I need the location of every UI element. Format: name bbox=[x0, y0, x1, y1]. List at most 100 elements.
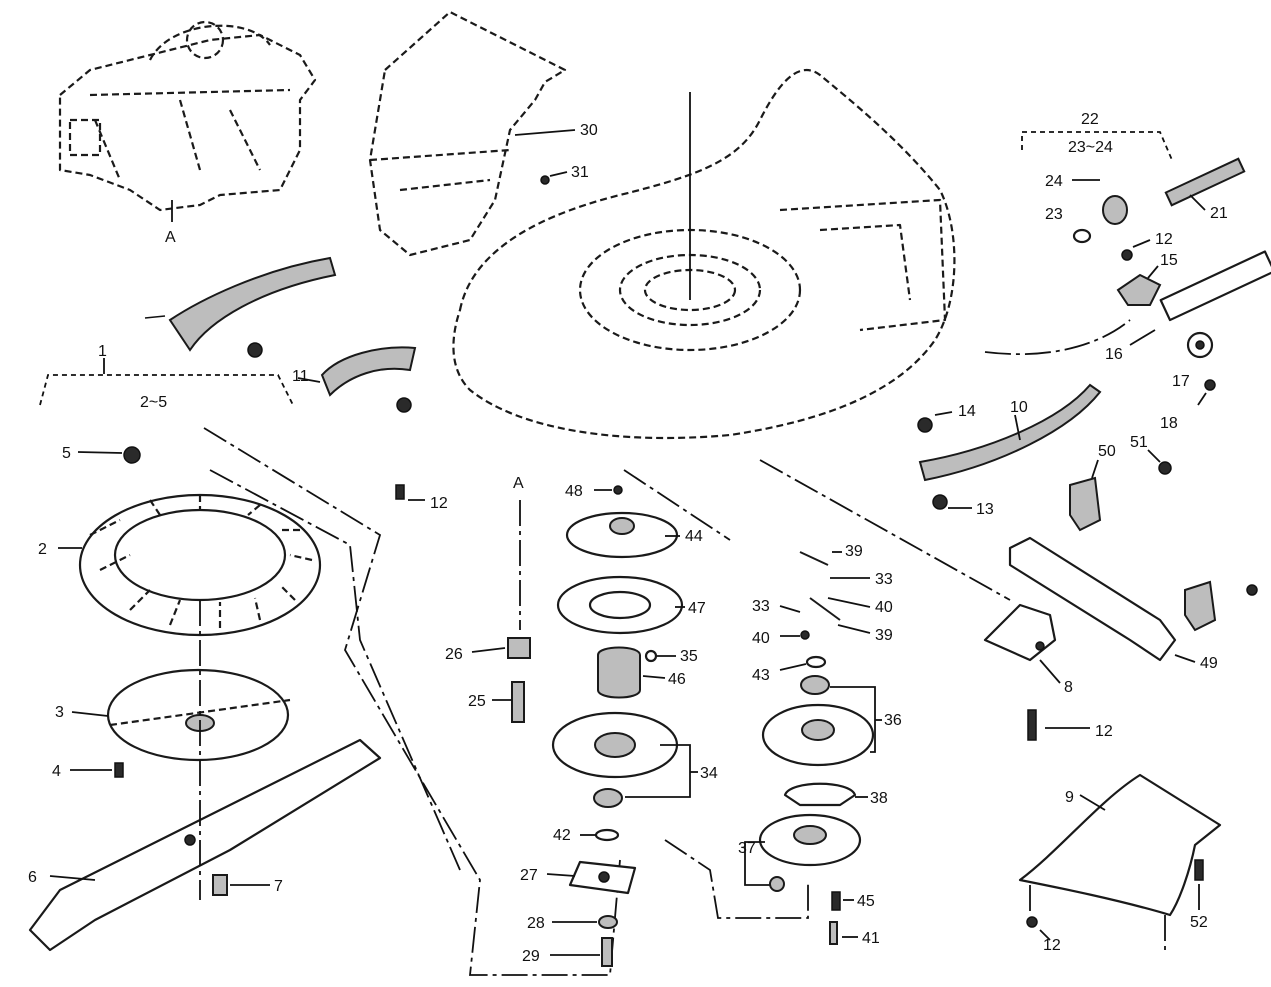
center-chain bbox=[203, 427, 621, 976]
callout-24: 24 bbox=[1045, 173, 1063, 190]
callout-34: 34 bbox=[700, 765, 718, 782]
screw-51 bbox=[1158, 461, 1172, 475]
callout-30: 30 bbox=[580, 122, 598, 139]
washer-28 bbox=[598, 915, 618, 929]
bracket-8 bbox=[983, 603, 1057, 662]
bushing-37 bbox=[769, 876, 785, 892]
callout-6: 6 bbox=[28, 869, 37, 886]
nut-14 bbox=[917, 417, 933, 433]
callout-12-left: 12 bbox=[430, 495, 448, 512]
pin-40 bbox=[800, 630, 810, 640]
blade-plate-3 bbox=[106, 668, 291, 762]
callout-47: 47 bbox=[688, 600, 706, 617]
callout-28: 28 bbox=[527, 915, 545, 932]
washer-43 bbox=[805, 655, 827, 669]
callout-17: 17 bbox=[1172, 373, 1190, 390]
bolt-12-top bbox=[1121, 249, 1133, 261]
callout-40-right: 40 bbox=[875, 599, 893, 616]
screw-31-icon bbox=[540, 175, 550, 185]
handle-grip-21 bbox=[1164, 157, 1246, 207]
callout-16: 16 bbox=[1105, 346, 1123, 363]
pivot-15 bbox=[1116, 273, 1162, 306]
callout-11: 11 bbox=[292, 368, 309, 385]
chute-rail-10 bbox=[918, 383, 1102, 482]
bolt-rail-11 bbox=[396, 397, 412, 413]
callout-10: 10 bbox=[1010, 399, 1028, 416]
engine-ref-label: A bbox=[165, 229, 176, 246]
callout-52: 52 bbox=[1190, 914, 1208, 931]
callout-23: 23 bbox=[1045, 206, 1063, 223]
callout-2-5: 2~5 bbox=[140, 394, 167, 411]
bolt-13 bbox=[932, 494, 948, 510]
deck-housing bbox=[452, 68, 956, 440]
callout-25: 25 bbox=[468, 693, 486, 710]
bolt-12-flap bbox=[1026, 916, 1038, 928]
callout-12-top: 12 bbox=[1155, 231, 1173, 248]
engine bbox=[58, 20, 317, 212]
blade-6 bbox=[28, 738, 382, 952]
callout-44: 44 bbox=[685, 528, 703, 545]
ball-35 bbox=[644, 649, 658, 663]
bolt-52 bbox=[1194, 859, 1204, 881]
bushing-36 bbox=[800, 675, 830, 695]
callout-12-bottom: 12 bbox=[1095, 723, 1113, 740]
rear-baffle bbox=[368, 10, 567, 257]
callout-51: 51 bbox=[1130, 434, 1148, 451]
bushing-26 bbox=[507, 637, 531, 659]
callout-42: 42 bbox=[553, 827, 571, 844]
nut-18 bbox=[1204, 379, 1216, 391]
clip-50 bbox=[1069, 476, 1102, 532]
spring-46 bbox=[597, 646, 641, 699]
callout-31: 31 bbox=[571, 164, 589, 181]
bolt-7 bbox=[212, 874, 228, 896]
lever-16 bbox=[1159, 250, 1271, 322]
rail-11 bbox=[320, 346, 417, 397]
nut-5 bbox=[123, 446, 141, 464]
callout-2: 2 bbox=[38, 541, 47, 558]
callout-46: 46 bbox=[668, 671, 686, 688]
callout-36: 36 bbox=[884, 712, 902, 729]
callout-26: 26 bbox=[445, 646, 463, 663]
bolt-4 bbox=[114, 762, 124, 778]
callout-33-right: 33 bbox=[875, 571, 893, 588]
bolt-25 bbox=[511, 681, 525, 723]
callout-8: 8 bbox=[1064, 679, 1073, 696]
callout-3: 3 bbox=[55, 704, 64, 721]
callout-37: 37 bbox=[738, 840, 756, 857]
callout-49: 49 bbox=[1200, 655, 1218, 672]
callout-40-left: 40 bbox=[752, 630, 770, 647]
washer-42 bbox=[594, 828, 620, 842]
bolt-12-left bbox=[395, 484, 405, 500]
callout-15: 15 bbox=[1160, 252, 1178, 269]
callout-27: 27 bbox=[520, 867, 538, 884]
callout-7: 7 bbox=[274, 878, 283, 895]
callout-38: 38 bbox=[870, 790, 888, 807]
callout-21: 21 bbox=[1210, 205, 1228, 222]
rail-left bbox=[168, 256, 337, 352]
spring-39-top bbox=[799, 551, 829, 566]
callout-5: 5 bbox=[62, 445, 71, 462]
callout-33-left: 33 bbox=[752, 598, 770, 615]
nut-left-rail bbox=[247, 342, 263, 358]
clip-49-right bbox=[1184, 580, 1217, 632]
callout-12-flap: 12 bbox=[1043, 937, 1061, 954]
callout-9: 9 bbox=[1065, 789, 1074, 806]
knob-24 bbox=[1102, 195, 1128, 225]
callout-39-top: 39 bbox=[845, 543, 863, 560]
callout-29: 29 bbox=[522, 948, 540, 965]
plate-38 bbox=[783, 782, 857, 807]
callout-14: 14 bbox=[958, 403, 976, 420]
callout-39-bottom: 39 bbox=[875, 627, 893, 644]
flap-9 bbox=[1018, 773, 1222, 917]
callout-45: 45 bbox=[857, 893, 875, 910]
screw-49-right bbox=[1246, 584, 1258, 596]
bolt-29 bbox=[601, 937, 613, 967]
callout-22: 22 bbox=[1081, 111, 1099, 128]
callout-43: 43 bbox=[752, 667, 770, 684]
callout-48: 48 bbox=[565, 483, 583, 500]
spindle-ref-label: A bbox=[513, 475, 524, 492]
bracket-49 bbox=[1008, 536, 1177, 662]
callout-1: 1 bbox=[98, 343, 107, 360]
callout-50: 50 bbox=[1098, 443, 1116, 460]
